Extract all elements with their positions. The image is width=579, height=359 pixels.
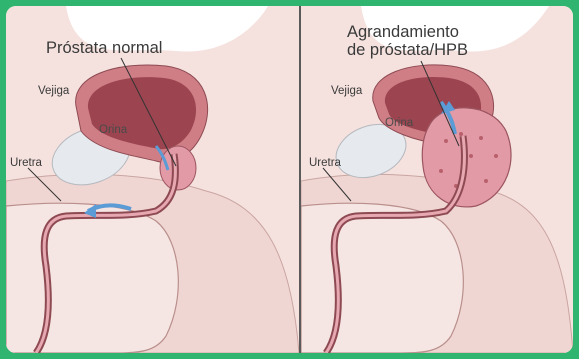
enlarged-prostate-panel: Agrandamiento de próstata/HPB Vejiga Ori…: [301, 6, 573, 353]
urethra-label: Uretra: [10, 157, 42, 169]
bladder-label: Vejiga: [38, 85, 69, 97]
urine-label: Orina: [385, 117, 413, 129]
bladder-label: Vejiga: [331, 85, 362, 97]
penis-shape: [301, 203, 463, 353]
bph-title-line1: Agrandamiento: [347, 24, 459, 41]
normal-prostate-title: Próstata normal: [46, 40, 162, 57]
diagram-frame: Próstata normal Vejiga Orina Uretra: [6, 6, 573, 353]
urethra-label: Uretra: [309, 157, 341, 169]
penis-shape: [6, 203, 178, 353]
urine-label: Orina: [99, 124, 127, 136]
normal-prostate-panel: Próstata normal Vejiga Orina Uretra: [6, 6, 299, 353]
bph-title-line2: de próstata/HPB: [347, 42, 468, 59]
normal-anatomy-illustration: [6, 6, 299, 353]
